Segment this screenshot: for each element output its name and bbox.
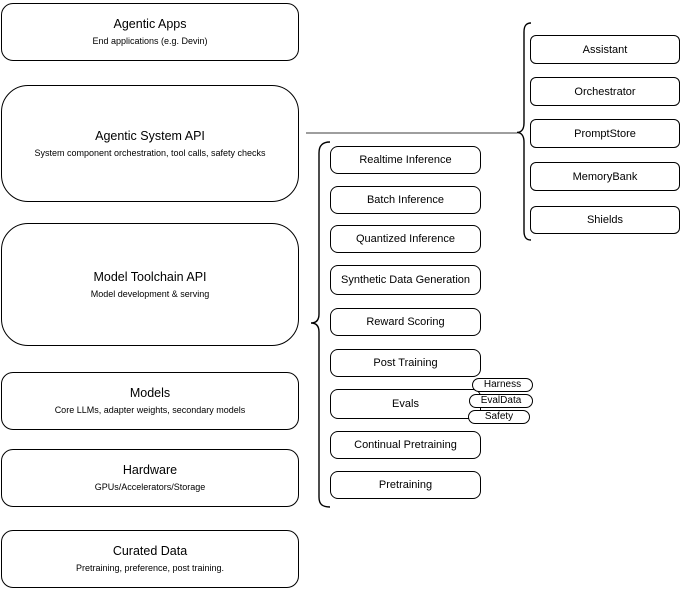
box-subtitle: System component orchestration, tool cal… <box>34 147 266 158</box>
box-title: Curated Data <box>112 544 188 558</box>
pill-safety: Safety <box>468 410 530 424</box>
box-evals: Evals <box>330 389 481 419</box>
box-title: Agentic System API <box>95 128 205 143</box>
box-pretraining: Pretraining <box>330 471 481 499</box>
box-models: Models Core LLMs, adapter weights, secon… <box>1 372 299 430</box>
box-continual-pretraining: Continual Pretraining <box>330 431 481 459</box>
box-model-toolchain-api: Model Toolchain API Model development & … <box>1 223 299 346</box>
box-quantized-inference: Quantized Inference <box>330 225 481 253</box>
box-title: Model Toolchain API <box>93 269 207 284</box>
box-shields: Shields <box>530 206 680 234</box>
box-subtitle: Model development & serving <box>90 288 210 299</box>
box-title: Agentic Apps <box>113 17 187 31</box>
system-bracket <box>516 22 532 241</box>
pill-evaldata: EvalData <box>469 394 533 408</box>
box-assistant: Assistant <box>530 35 680 64</box>
box-subtitle: End applications (e.g. Devin) <box>92 36 208 46</box>
box-orchestrator: Orchestrator <box>530 77 680 106</box>
box-memorybank: MemoryBank <box>530 162 680 191</box>
box-subtitle: GPUs/Accelerators/Storage <box>94 482 206 492</box>
box-reward-scoring: Reward Scoring <box>330 308 481 336</box>
box-synthetic-data-generation: Synthetic Data Generation <box>330 265 481 295</box>
box-agentic-system-api: Agentic System API System component orch… <box>1 85 299 202</box>
box-promptstore: PromptStore <box>530 119 680 148</box>
box-hardware: Hardware GPUs/Accelerators/Storage <box>1 449 299 507</box>
box-subtitle: Core LLMs, adapter weights, secondary mo… <box>54 405 246 415</box>
box-agentic-apps: Agentic Apps End applications (e.g. Devi… <box>1 3 299 61</box>
pill-harness: Harness <box>472 378 533 392</box>
box-post-training: Post Training <box>330 349 481 377</box>
box-title: Models <box>129 386 171 400</box>
toolchain-bracket <box>310 141 331 508</box>
box-subtitle: Pretraining, preference, post training. <box>75 563 225 573</box>
box-batch-inference: Batch Inference <box>330 186 481 214</box>
box-title: Hardware <box>122 463 178 477</box>
box-curated-data: Curated Data Pretraining, preference, po… <box>1 530 299 588</box>
box-realtime-inference: Realtime Inference <box>330 146 481 174</box>
